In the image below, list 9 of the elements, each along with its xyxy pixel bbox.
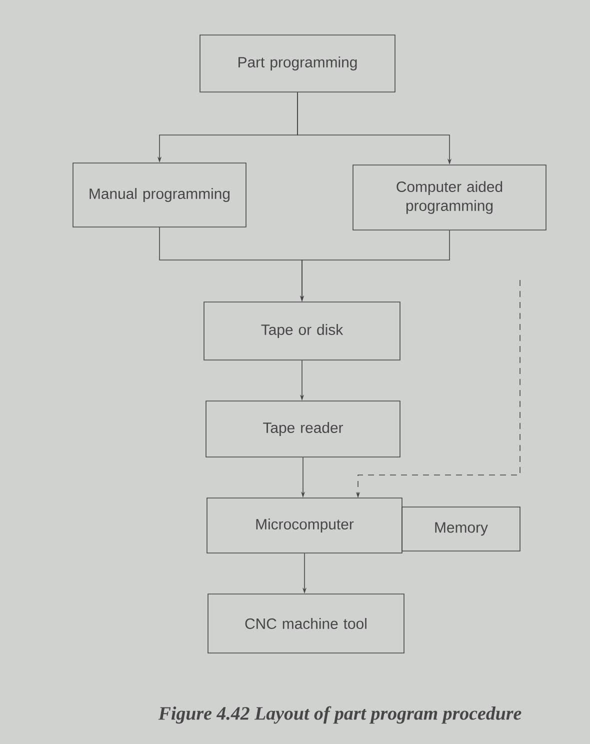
figure-caption: Figure 4.42 Layout of part program procedure (158, 706, 522, 724)
process-box: Tape or disk (204, 302, 400, 360)
process-box: Tape reader (206, 400, 400, 458)
process-box: Part programming (200, 34, 396, 92)
process-box: Microcomputer (206, 498, 402, 554)
process-box: CNC machine tool (208, 594, 404, 654)
process-box: Computer aided programming (352, 164, 546, 230)
process-box: Manual programming (72, 162, 246, 228)
process-box: Memory (402, 506, 520, 552)
